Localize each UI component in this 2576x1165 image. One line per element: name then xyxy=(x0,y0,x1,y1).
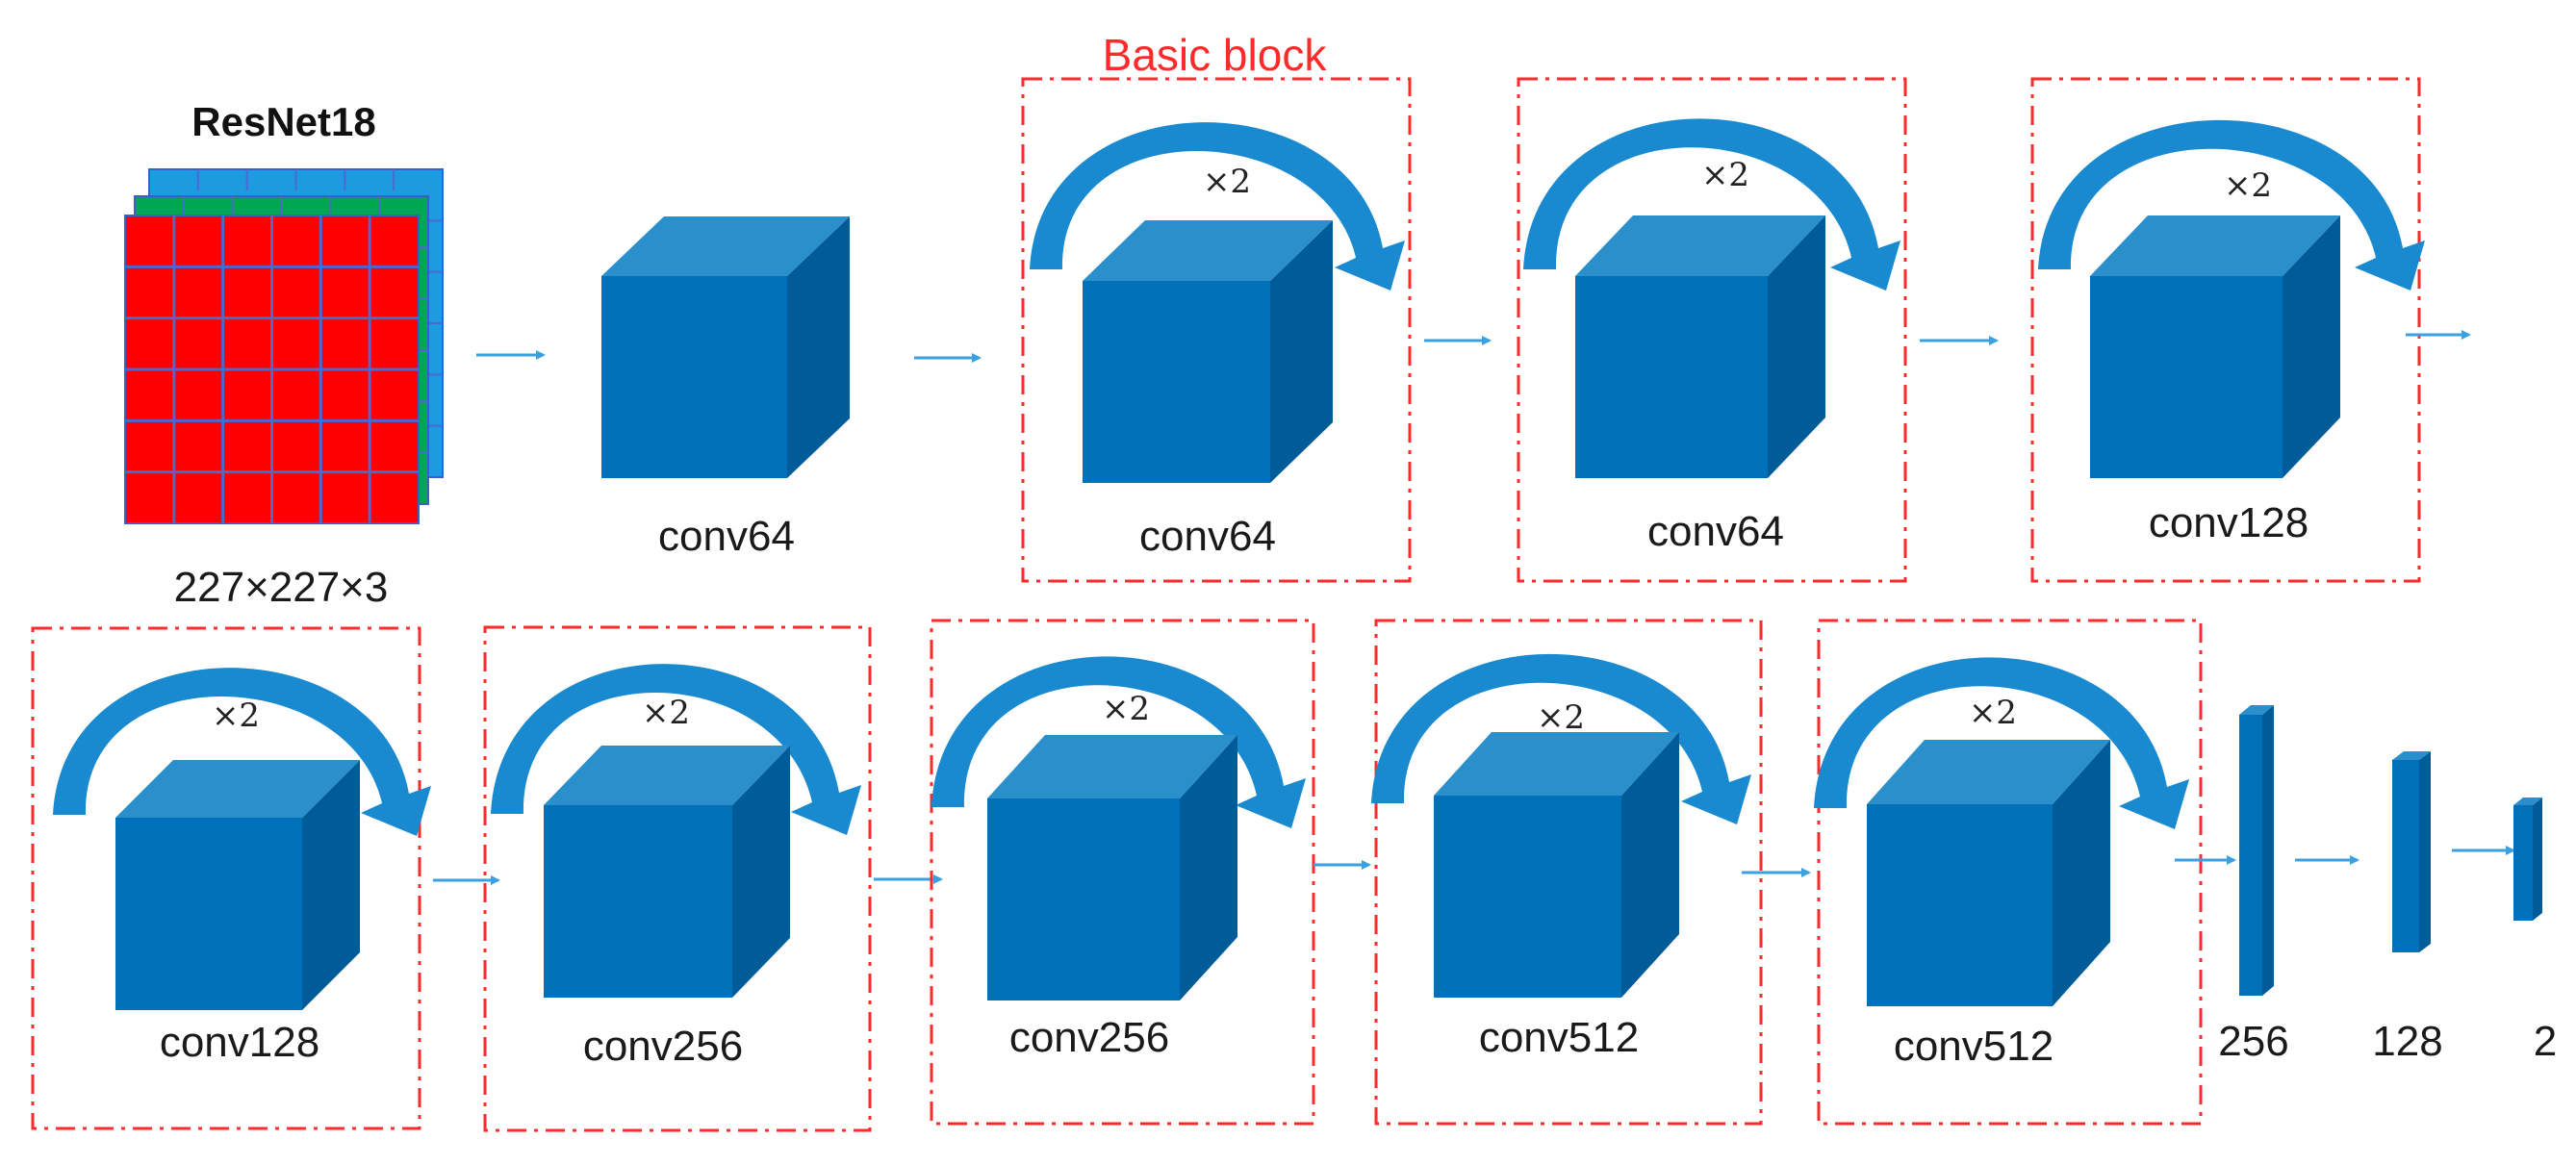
fc-size-label: 256 xyxy=(2218,1018,2289,1065)
repeat-marker: ×2 xyxy=(211,696,261,735)
fc-size-label: 2 xyxy=(2533,1018,2558,1065)
repeat-marker: ×2 xyxy=(1700,156,1750,194)
skip-connection-arrow xyxy=(53,668,431,836)
conv-cube xyxy=(115,760,360,1010)
basic-block-frame xyxy=(1374,619,1763,1126)
skip-connection-arrow xyxy=(1523,118,1900,291)
repeat-marker: ×2 xyxy=(1536,698,1586,737)
conv-cube xyxy=(1083,220,1333,483)
basic-block-label: Basic block xyxy=(1102,30,1327,80)
repeat-marker: ×2 xyxy=(1968,694,2018,732)
conv-cube xyxy=(601,216,850,478)
basic-block-frame xyxy=(31,626,421,1130)
repeat-marker: ×2 xyxy=(1202,163,1252,201)
stage-label: conv64 xyxy=(1139,513,1276,560)
stage-label: conv64 xyxy=(658,513,795,560)
basic-block-frame xyxy=(1817,619,2203,1126)
conv-cube xyxy=(1434,732,1679,998)
skip-connection-arrow xyxy=(1030,122,1405,291)
skip-connection-arrow xyxy=(1371,653,1751,824)
conv-cube xyxy=(987,735,1237,1000)
conv-cube xyxy=(2239,705,2274,996)
skip-connection-arrow xyxy=(2038,119,2425,291)
repeat-marker: ×2 xyxy=(2223,166,2273,205)
conv-cube xyxy=(544,746,790,998)
basic-block-frame xyxy=(1021,77,1412,583)
skip-connection-arrow xyxy=(931,656,1306,828)
stage-label: conv128 xyxy=(159,1019,320,1066)
skip-connection-arrow xyxy=(491,664,861,835)
repeat-marker: ×2 xyxy=(1101,690,1151,728)
basic-block-frame xyxy=(2030,77,2421,583)
stage-label: conv256 xyxy=(582,1023,744,1070)
fc-size-label: 128 xyxy=(2372,1018,2443,1065)
conv-cube xyxy=(1575,215,1825,478)
stage-label: conv512 xyxy=(1893,1023,2054,1070)
conv-cube xyxy=(2513,798,2542,921)
stage-label: conv512 xyxy=(1478,1014,1640,1061)
diagram-title: ResNet18 xyxy=(191,99,376,144)
basic-block-frame xyxy=(483,625,872,1132)
conv-cube xyxy=(2392,751,2431,952)
conv-cube xyxy=(1867,740,2110,1006)
conv-cube xyxy=(2090,215,2340,478)
skip-connection-arrow xyxy=(1814,657,2189,829)
stage-label: conv256 xyxy=(1008,1014,1170,1061)
basic-block-frame xyxy=(1517,77,1907,583)
stage-label: conv128 xyxy=(2148,499,2309,546)
repeat-marker: ×2 xyxy=(641,694,691,732)
stage-label: conv64 xyxy=(1647,508,1784,555)
basic-block-frame xyxy=(930,619,1315,1126)
input-size-label: 227×227×3 xyxy=(173,564,389,611)
